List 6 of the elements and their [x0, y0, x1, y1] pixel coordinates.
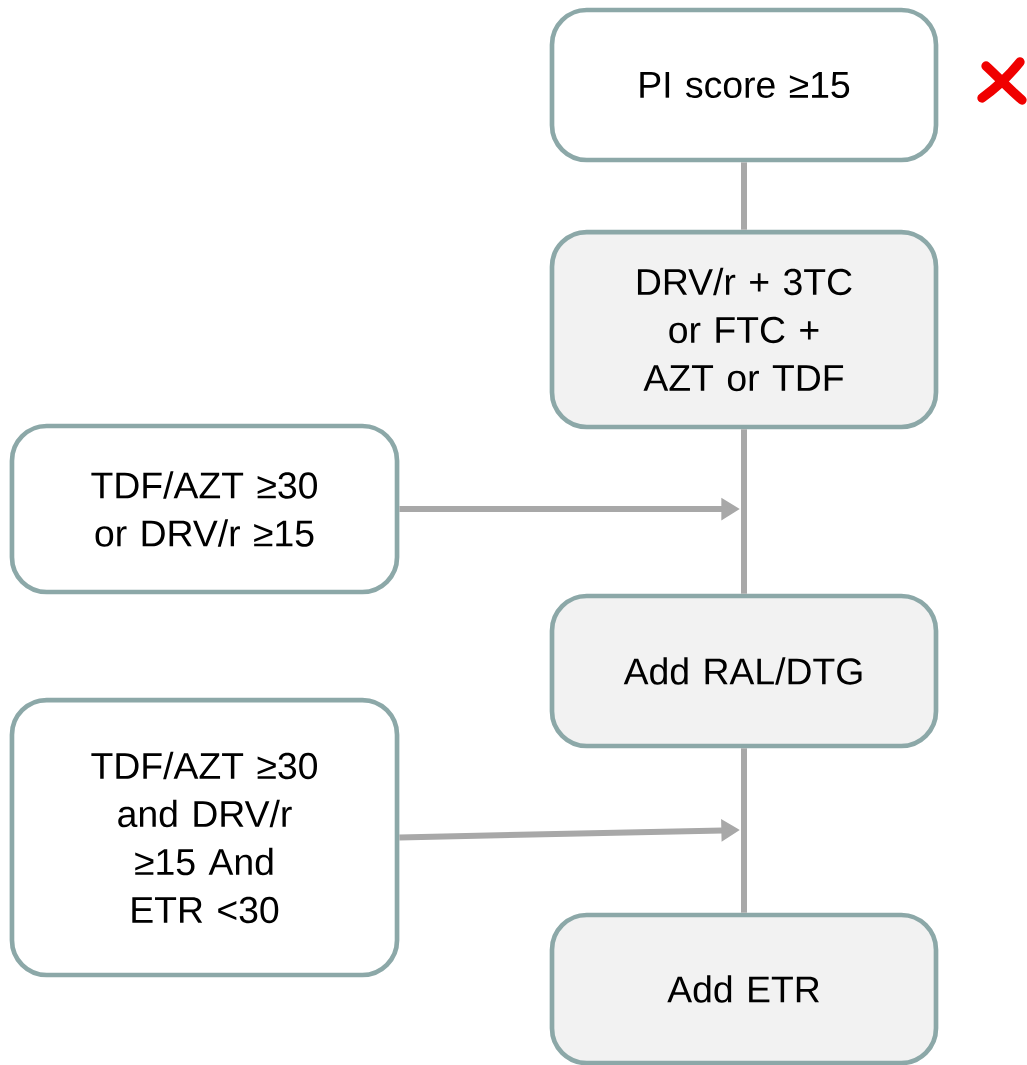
- process-box: Add ETR: [549, 912, 939, 1065]
- process-box: TDF/AZT ≥30 and DRV/r ≥15 And ETR <30: [9, 697, 400, 978]
- process-box: TDF/AZT ≥30 or DRV/r ≥15: [9, 423, 400, 595]
- process-box: DRV/r + 3TC or FTC + AZT or TDF: [549, 229, 939, 430]
- process-box: PI score ≥15: [549, 7, 939, 163]
- process-box: Add RAL/DTG: [549, 593, 939, 749]
